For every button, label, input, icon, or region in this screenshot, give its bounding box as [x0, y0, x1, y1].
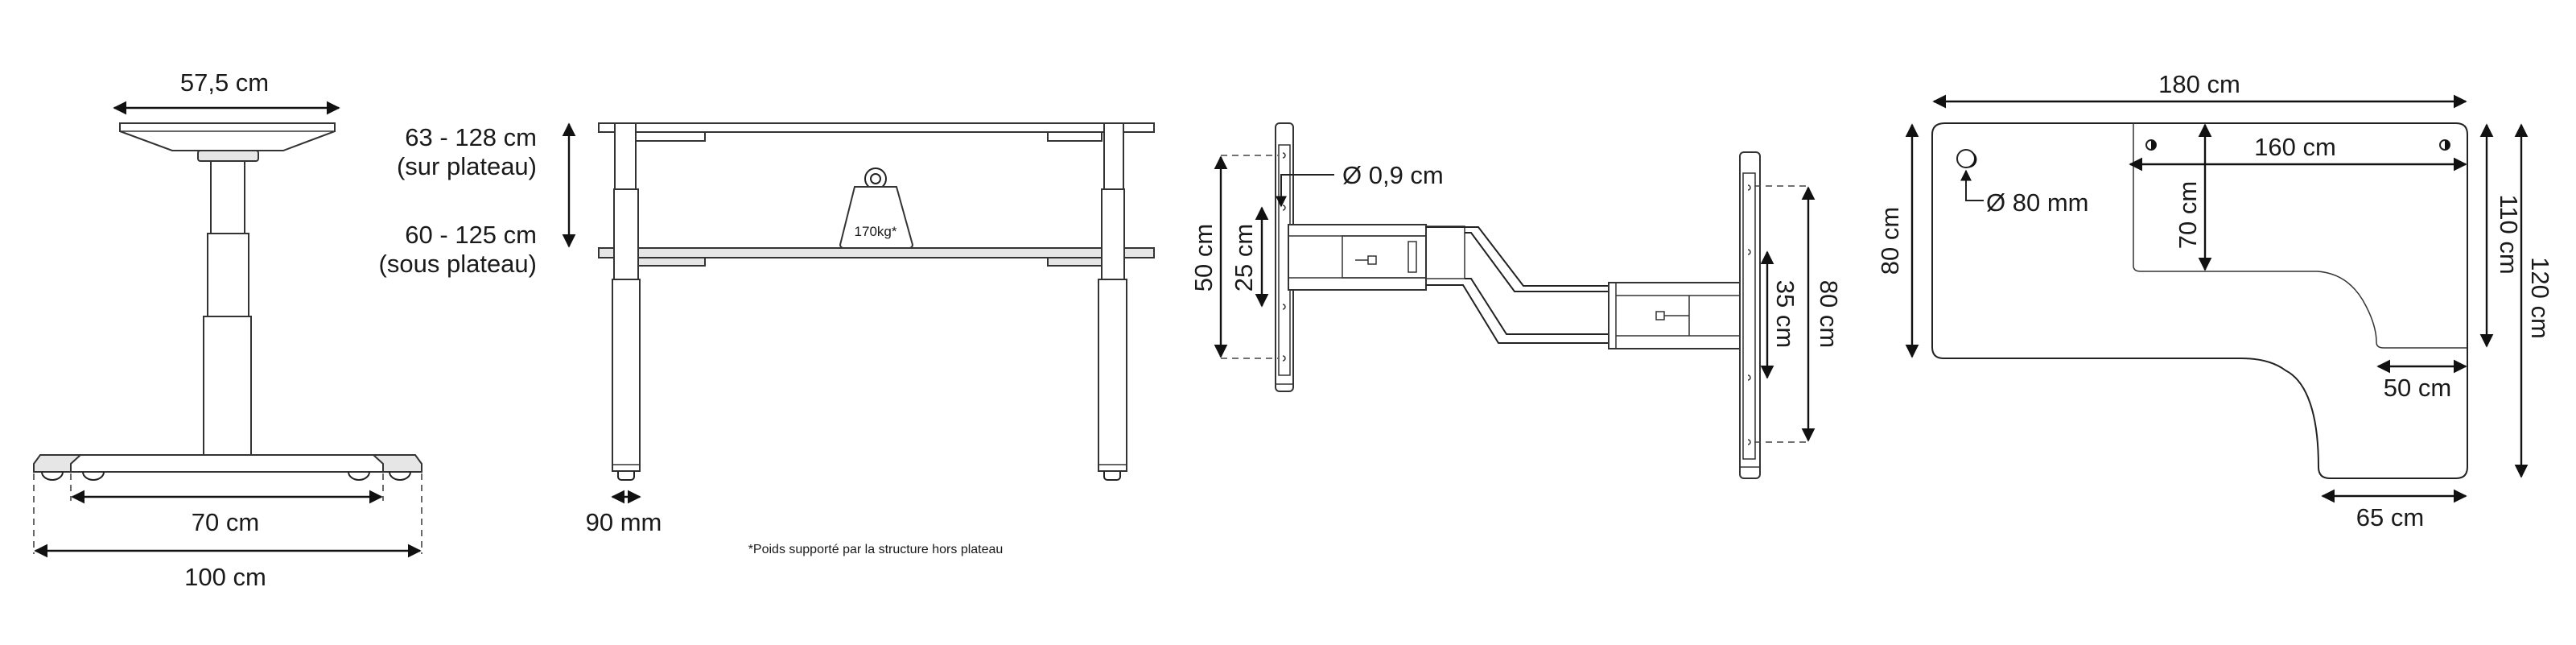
top-plate-lower: [598, 247, 1155, 258]
plate-left-inner-label: 25 cm: [1230, 224, 1258, 291]
hole-leader: [1276, 174, 1334, 208]
mount-hole-left-icon: [2145, 139, 2157, 151]
column-middle: [207, 233, 249, 317]
depth-left-label: 80 cm: [1876, 207, 1904, 275]
desktop-inner-outline: [2133, 123, 2467, 349]
beam-right: [1608, 282, 1745, 349]
foot-glides: [41, 471, 411, 481]
leg-width-label: 90 mm: [586, 508, 662, 536]
column-lower: [203, 316, 252, 456]
leg-left: [612, 122, 641, 481]
plate-left-outer-label: 50 cm: [1189, 224, 1218, 291]
height-under-top-note: (sous plateau): [379, 250, 537, 278]
height-under-top-label: 60 - 125 cm: [405, 221, 537, 249]
column-upper: [210, 160, 245, 234]
plate-right-inner-label: 35 cm: [1771, 280, 1799, 348]
height-on-top-note: (sur plateau): [397, 152, 537, 180]
frame-top-view: 50 cm 25 cm Ø 0,9 cm: [1189, 122, 1843, 479]
weight-label: 170kg*: [855, 224, 897, 239]
top-plate-upper: [598, 122, 1155, 133]
depth-right-total-label: 120 cm: [2526, 257, 2554, 339]
desk-top-view: 180 cm 160 cm 70 cm Ø 80 mm 80 cm 110 cm…: [1876, 70, 2554, 531]
column-collar: [197, 150, 259, 162]
desktop-outline: [1931, 122, 2468, 479]
tabletop-side: [119, 122, 336, 151]
hole-diameter-label: Ø 0,9 cm: [1342, 161, 1444, 189]
foot-outer-label: 100 cm: [184, 563, 266, 591]
foot-inner-label: 70 cm: [192, 508, 259, 536]
width-inner-label: 160 cm: [2254, 133, 2336, 161]
leg-right: [1098, 122, 1127, 481]
footnote: *Poids supporté par la structure hors pl…: [748, 543, 1004, 556]
side-view: 57,5 cm 70 cm 100 cm: [33, 68, 422, 591]
cable-hole-leader: [1960, 169, 1984, 201]
bracket-upper-left: [635, 131, 706, 142]
mount-hole-right-icon: [2439, 139, 2450, 151]
cable-hole-icon: [1956, 149, 1977, 168]
bracket-upper-right: [1047, 131, 1103, 142]
plate-right-holes: [1747, 184, 1751, 445]
front-view: 63 - 128 cm (sur plateau) 60 - 125 cm (s…: [379, 122, 1155, 556]
plate-left-holes: [1282, 152, 1286, 362]
plate-right-outer-label: 80 cm: [1815, 280, 1843, 348]
depth-right-inner-label: 110 cm: [2495, 194, 2523, 274]
weight-icon: [839, 167, 914, 249]
foot-inner: [70, 454, 384, 473]
height-on-top-label: 63 - 128 cm: [405, 123, 537, 151]
return-width-label: 65 cm: [2356, 503, 2424, 531]
depth-inner-label: 70 cm: [2174, 181, 2202, 249]
bracket-lower-right: [1047, 257, 1103, 267]
top-width-label: 57,5 cm: [180, 68, 269, 97]
mount-plate-right-inner: [1742, 172, 1756, 460]
cable-hole-label: Ø 80 mm: [1986, 188, 2088, 217]
return-inner-label: 50 cm: [2384, 374, 2451, 402]
bracket-lower-left: [635, 257, 706, 267]
connecting-arms: [1426, 226, 1609, 344]
beam-left: [1288, 224, 1465, 291]
width-total-label: 180 cm: [2158, 70, 2240, 98]
